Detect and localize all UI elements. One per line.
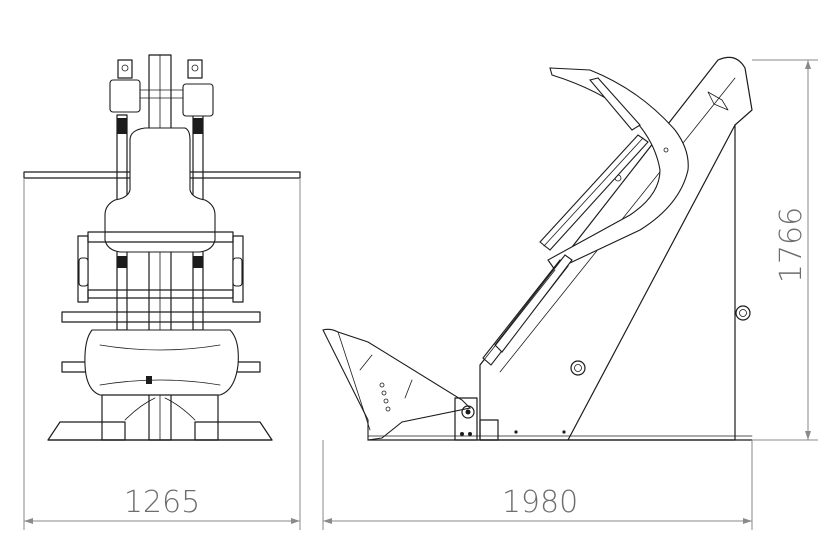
side-frame <box>479 56 753 441</box>
front-view: 1265 <box>23 54 301 530</box>
front-base <box>47 394 273 441</box>
front-seat-back <box>104 127 216 253</box>
front-handles <box>77 231 244 303</box>
side-footplate <box>322 328 472 441</box>
height-value: 1766 <box>774 207 809 283</box>
side-base <box>367 430 753 441</box>
side-length-value: 1980 <box>502 485 578 520</box>
side-length-dimension: 1980 <box>322 440 753 530</box>
front-width-value: 1265 <box>124 485 200 520</box>
front-top-clamps <box>109 59 214 117</box>
side-seat-rail <box>479 254 573 366</box>
front-footplate <box>84 329 239 396</box>
side-view: 1980 1766 <box>322 56 818 530</box>
side-carriage <box>539 67 689 271</box>
side-height-dimension: 1766 <box>752 59 818 441</box>
front-width-dimension: 1265 <box>23 178 301 530</box>
